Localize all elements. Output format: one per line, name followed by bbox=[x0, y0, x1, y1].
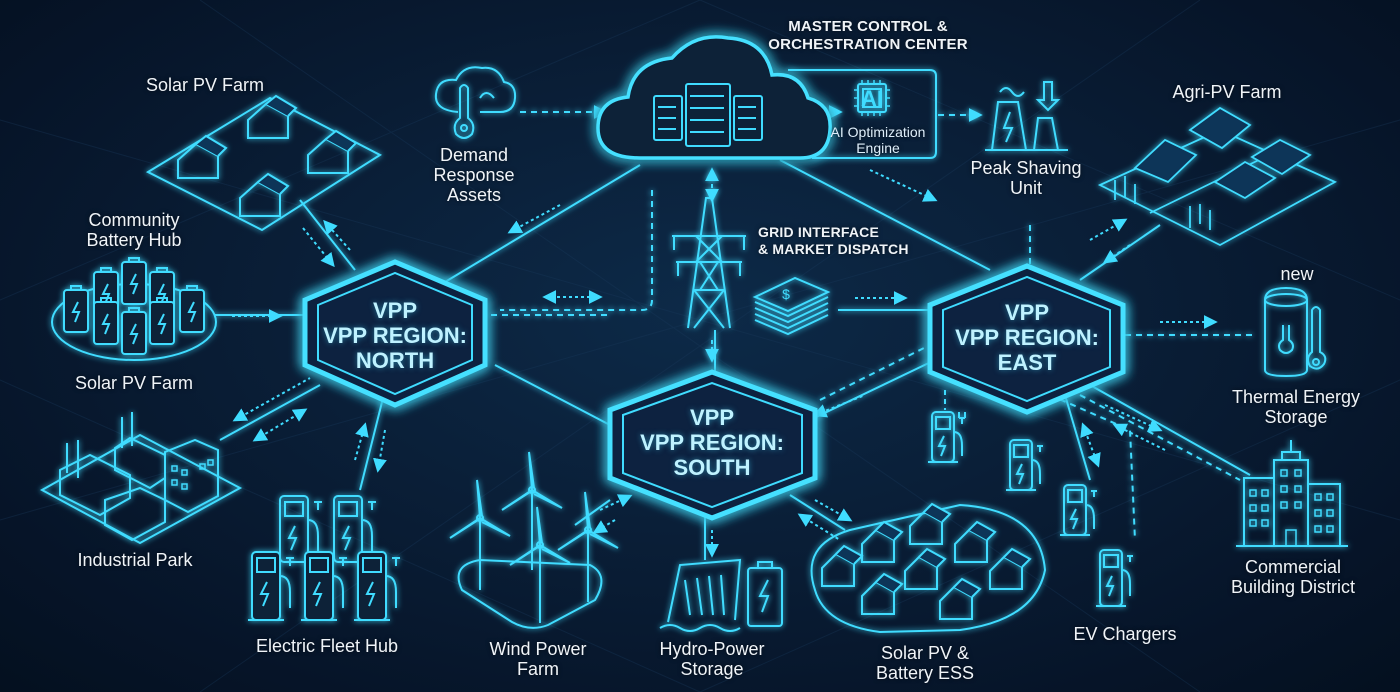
hydro-power-storage-line2: Storage bbox=[680, 659, 744, 679]
hydro-power-storage-line1: Hydro-Power bbox=[659, 639, 765, 659]
commercial-building-line1: Commercial bbox=[1244, 557, 1342, 577]
ai-engine-label-line2: Engine bbox=[856, 140, 900, 156]
region-north-hex bbox=[302, 259, 488, 408]
thermal-tank-icon bbox=[1264, 286, 1327, 378]
ev-charger-group-icon bbox=[248, 495, 400, 621]
wind-turbine-icon bbox=[449, 451, 619, 629]
thermal-storage-line1: Thermal Energy bbox=[1231, 387, 1361, 407]
master-control-title-line2: ORCHESTRATION CENTER bbox=[768, 36, 968, 53]
svg-text:$: $ bbox=[782, 286, 790, 302]
region-south-label: VPP VPP REGION: SOUTH bbox=[640, 405, 784, 480]
region-south-line1: VPP bbox=[689, 405, 735, 430]
industrial-park-label: Industrial Park bbox=[77, 550, 193, 570]
factory-icon bbox=[39, 412, 243, 545]
thermostat-cloud-icon bbox=[434, 66, 517, 139]
money-stack-icon: $ bbox=[752, 276, 831, 336]
ev-charger-icon bbox=[928, 411, 1133, 607]
master-control-title: MASTER CONTROL & ORCHESTRATION CENTER bbox=[768, 18, 968, 54]
transmission-tower-icon bbox=[672, 197, 746, 329]
wind-power-farm-label: Wind Power Farm bbox=[489, 639, 586, 679]
community-battery-line2: Battery Hub bbox=[86, 230, 182, 250]
peak-shaving-label: Peak Shaving Unit bbox=[970, 158, 1081, 198]
region-east-line1: VPP bbox=[1004, 300, 1050, 325]
wind-power-farm-line2: Farm bbox=[517, 659, 559, 679]
cloud-server-icon bbox=[653, 83, 763, 147]
demand-response-label: Demand Response Assets bbox=[433, 145, 514, 205]
region-north-line3: NORTH bbox=[355, 348, 435, 373]
demand-response-line3: Assets bbox=[446, 185, 502, 205]
demand-response-line1: Demand bbox=[439, 145, 509, 165]
ai-engine-label-line1: AI Optimization bbox=[830, 124, 926, 140]
agri-pv-farm-label: Agri-PV Farm bbox=[1172, 82, 1282, 102]
power-plant-icon bbox=[985, 81, 1068, 151]
ai-chip-icon: AI bbox=[861, 86, 883, 111]
hydro-power-storage-label: Hydro-Power Storage bbox=[659, 639, 764, 679]
region-north-line1: VPP bbox=[372, 298, 418, 323]
demand-response-line2: Response bbox=[433, 165, 515, 185]
peak-shaving-line2: Unit bbox=[1009, 178, 1043, 198]
solar-pv-battery-ess-label: Solar PV & Battery ESS bbox=[876, 643, 974, 683]
solar-pv-farm-top-label: Solar PV Farm bbox=[145, 75, 265, 95]
region-north-line2: VPP REGION: bbox=[323, 323, 467, 348]
solar-pv-battery-ess-line1: Solar PV & bbox=[880, 643, 970, 663]
solar-houses-icon bbox=[145, 94, 383, 232]
master-control-cloud bbox=[596, 35, 832, 160]
grid-interface-line2: & MARKET DISPATCH bbox=[758, 241, 909, 257]
solar-neighborhood-icon bbox=[810, 502, 1047, 634]
grid-interface-label: GRID INTERFACE & MARKET DISPATCH bbox=[758, 224, 909, 258]
thermal-storage-label: Thermal Energy Storage bbox=[1232, 387, 1360, 427]
region-east-line3: EAST bbox=[997, 350, 1057, 375]
solar-pv-battery-ess-line2: Battery ESS bbox=[875, 663, 975, 683]
ev-chargers-label: EV Chargers bbox=[1073, 624, 1177, 644]
peak-shaving-line1: Peak Shaving bbox=[970, 158, 1082, 178]
community-battery-line1: Community bbox=[88, 210, 180, 230]
ai-engine-label: AI Optimization Engine bbox=[831, 124, 926, 156]
agri-solar-icon bbox=[1097, 106, 1338, 247]
thermal-storage-line2: Storage bbox=[1264, 407, 1328, 427]
office-building-icon bbox=[1236, 440, 1348, 547]
battery-cluster-icon bbox=[51, 257, 217, 361]
community-battery-sublabel: Solar PV Farm bbox=[74, 373, 194, 393]
region-north-label: VPP VPP REGION: NORTH bbox=[323, 298, 467, 373]
community-battery-label: Community Battery Hub bbox=[86, 210, 181, 250]
wind-power-farm-line1: Wind Power bbox=[489, 639, 587, 659]
region-south-line2: VPP REGION: bbox=[640, 430, 784, 455]
commercial-building-label: Commercial Building District bbox=[1231, 557, 1355, 597]
electric-fleet-hub-label: Electric Fleet Hub bbox=[255, 636, 399, 656]
region-east-label: VPP VPP REGION: EAST bbox=[955, 300, 1099, 375]
thermal-storage-new-badge: new bbox=[1280, 264, 1314, 284]
grid-interface-line1: GRID INTERFACE bbox=[758, 224, 880, 240]
dam-battery-icon bbox=[659, 558, 783, 632]
region-south-hex bbox=[607, 369, 818, 521]
region-east-line2: VPP REGION: bbox=[955, 325, 1099, 350]
flow-arrows bbox=[232, 169, 1218, 558]
region-south-line3: SOUTH bbox=[673, 455, 751, 480]
region-east-hex bbox=[927, 263, 1126, 415]
ai-engine-box bbox=[788, 69, 937, 159]
commercial-building-line2: Building District bbox=[1230, 577, 1356, 597]
master-control-title-line1: MASTER CONTROL & bbox=[788, 18, 948, 35]
